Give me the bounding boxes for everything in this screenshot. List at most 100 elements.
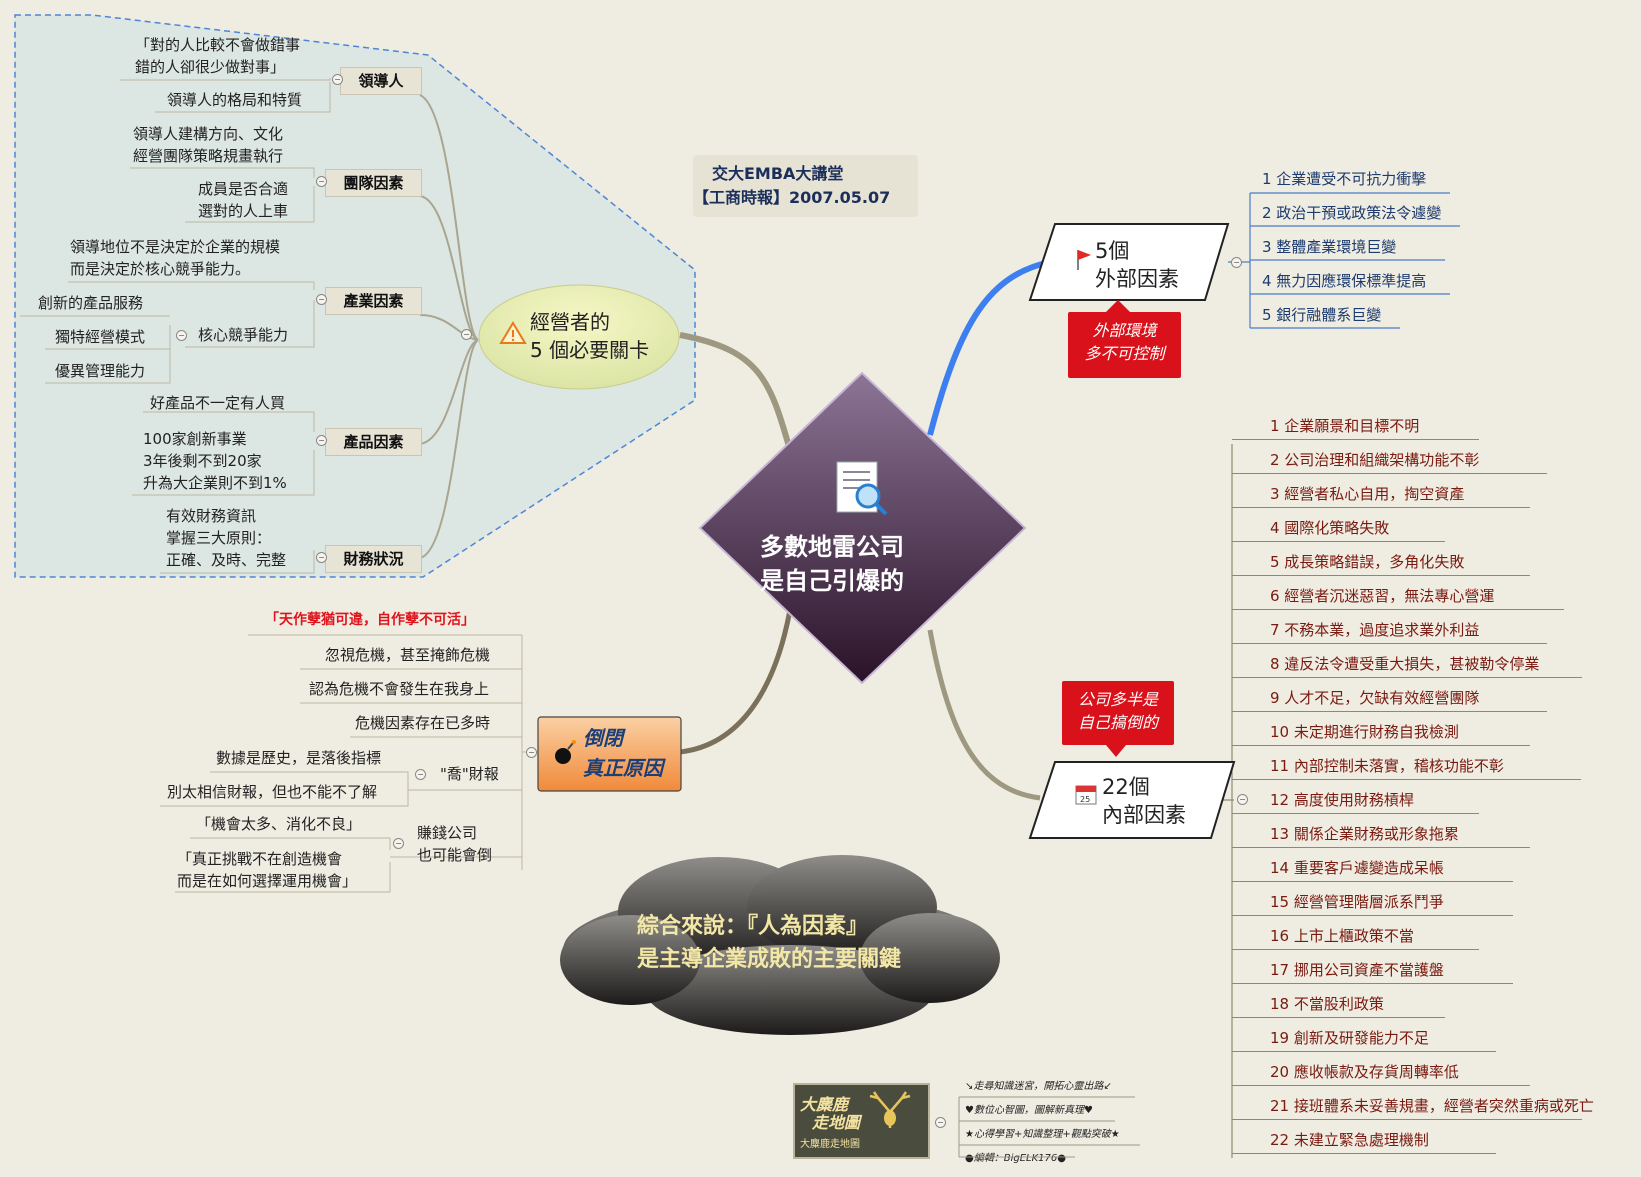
logo-title-1: 大麋鹿: [800, 1095, 849, 1114]
collapse-quote[interactable]: 「天作孽猶可違，自作孽不可活」: [265, 612, 475, 628]
svg-text:25: 25: [1080, 795, 1090, 804]
internal-item[interactable]: 18 不當股利政策: [1270, 995, 1384, 1013]
external-item[interactable]: 2 政治干預或政策法令遽變: [1262, 204, 1442, 222]
product-not-sold[interactable]: 好產品不一定有人買: [150, 394, 286, 412]
team-collapse-icon[interactable]: −: [316, 176, 327, 187]
internal-item[interactable]: 13 關係企業財務或形象拖累: [1270, 825, 1459, 843]
core-collapse-icon[interactable]: −: [176, 330, 187, 341]
internal-item[interactable]: 6 經營者沉迷惡習，無法專心營運: [1270, 587, 1495, 605]
external-item[interactable]: 3 整體產業環境巨變: [1262, 238, 1397, 256]
source-box[interactable]: [693, 155, 918, 217]
finance-collapse-icon[interactable]: −: [316, 552, 327, 563]
collapse-item[interactable]: 忽視危機，甚至掩飾危機: [325, 646, 491, 664]
collapse-title-line2[interactable]: 真正原因: [583, 756, 663, 780]
internal-item[interactable]: 4 國際化策略失敗: [1270, 519, 1390, 537]
external-item[interactable]: 5 銀行融體系巨變: [1262, 306, 1382, 324]
leader-quote[interactable]: 「對的人比較不會做錯事 錯的人卻很少做對事」: [135, 36, 301, 76]
internal-item[interactable]: 21 接班體系未妥善規畫，經營者突然重病或死亡: [1270, 1097, 1594, 1115]
internal-note[interactable]: 公司多半是 自己搞倒的: [1062, 681, 1174, 745]
internal-item[interactable]: 7 不務本業，過度追求業外利益: [1270, 621, 1480, 639]
external-label[interactable]: 外部因素: [1095, 267, 1179, 291]
logo-note[interactable]: ●編輯：BigELK176●: [965, 1153, 1066, 1164]
external-collapse-icon[interactable]: −: [1231, 257, 1242, 268]
finance-manip-item[interactable]: 數據是歷史，是落後指標: [216, 749, 382, 767]
collapse-title-line1[interactable]: 倒閉: [583, 726, 623, 750]
product-survival[interactable]: 100家創新事業 3年後剩不到20家 升為大企業則不到1%: [143, 430, 287, 492]
summary-line1[interactable]: 綜合來說：『人為因素』: [637, 914, 869, 939]
internal-item[interactable]: 16 上市上櫃政策不當: [1270, 927, 1414, 945]
source-line2: 【工商時報】2007.05.07: [693, 188, 891, 207]
gate-collapse-icon[interactable]: −: [461, 329, 472, 340]
profit-item[interactable]: 「真正挑戰不在創造機會 而是在如何選擇運用機會」: [177, 850, 358, 890]
internal-item[interactable]: 19 創新及研發能力不足: [1270, 1029, 1429, 1047]
core-item-model[interactable]: 獨特經營模式: [55, 328, 146, 346]
internal-item[interactable]: 14 重要客戶遽變造成呆帳: [1270, 859, 1444, 877]
internal-item[interactable]: 2 公司治理和組織架構功能不彰: [1270, 451, 1480, 469]
internal-item[interactable]: 12 高度使用財務槓桿: [1270, 791, 1414, 809]
internal-item[interactable]: 22 未建立緊急處理機制: [1270, 1131, 1429, 1149]
internal-item[interactable]: 10 未定期進行財務自我檢測: [1270, 723, 1459, 741]
summary-line2[interactable]: 是主導企業成敗的主要關鍵: [637, 947, 902, 972]
internal-item-underline: [1232, 473, 1547, 474]
finance-info[interactable]: 有效財務資訊 掌握三大原則： 正確、及時、完整: [166, 507, 287, 569]
internal-item-underline: [1232, 1051, 1496, 1052]
collapse-item[interactable]: 認為危機不會發生在我身上: [309, 680, 490, 698]
gate-title-line1[interactable]: 經營者的: [530, 310, 610, 334]
internal-item[interactable]: 9 人才不足，欠缺有效經營團隊: [1270, 689, 1480, 707]
gate-node-shape: [478, 284, 680, 390]
collapse-node-shape: [537, 716, 682, 792]
internal-item[interactable]: 20 應收帳款及存貨周轉率低: [1270, 1063, 1459, 1081]
internal-item-underline: [1232, 983, 1513, 984]
internal-label[interactable]: 內部因素: [1102, 803, 1186, 827]
external-item[interactable]: 4 無力因應環保標準提高: [1262, 272, 1427, 290]
industry-leadership[interactable]: 領導地位不是決定於企業的規模 而是決定於核心競爭能力。: [70, 238, 281, 278]
industry-collapse-icon[interactable]: −: [316, 294, 327, 305]
internal-count[interactable]: 22個: [1102, 775, 1150, 799]
internal-item[interactable]: 1 企業願景和目標不明: [1270, 417, 1420, 435]
category-leader[interactable]: 領導人: [340, 67, 422, 95]
internal-item[interactable]: 5 成長策略錯誤，多角化失敗: [1270, 553, 1465, 571]
finance-manip-item[interactable]: 別太相信財報，但也不能不了解: [167, 783, 378, 801]
logo-note[interactable]: ★心得學習+知識整理+觀點突破★: [965, 1129, 1120, 1140]
leader-collapse-icon[interactable]: −: [332, 74, 343, 85]
collapse-item[interactable]: 危機因素存在已多時: [355, 714, 491, 732]
external-note[interactable]: 外部環境 多不可控制: [1068, 312, 1181, 378]
gate-title-line2[interactable]: 5 個必要關卡: [530, 338, 650, 362]
category-team[interactable]: 團隊因素: [325, 169, 422, 197]
collapse-reasons-icon[interactable]: −: [526, 747, 537, 758]
internal-item-underline: [1232, 541, 1445, 542]
external-count[interactable]: 5個: [1095, 239, 1130, 263]
internal-item[interactable]: 8 違反法令遭受重大損失，甚被勒令停業: [1270, 655, 1540, 673]
logo-collapse-icon[interactable]: −: [935, 1117, 946, 1128]
category-finance[interactable]: 財務狀況: [325, 545, 422, 573]
internal-item[interactable]: 15 經營管理階層派系鬥爭: [1270, 893, 1444, 911]
core-item-innovation[interactable]: 創新的產品服務: [38, 294, 144, 312]
external-item[interactable]: 1 企業遭受不可抗力衝擊: [1262, 170, 1427, 188]
logo-caption: 大麋鹿走地圖: [800, 1139, 860, 1150]
profit-company[interactable]: 賺錢公司 也可能會倒: [417, 824, 493, 864]
core-competence[interactable]: 核心競爭能力: [198, 326, 289, 344]
core-item-management[interactable]: 優異管理能力: [55, 362, 146, 380]
logo-note[interactable]: ↘走尋知識迷宮，開拓心靈出路↙: [965, 1081, 1112, 1092]
internal-item[interactable]: 17 挪用公司資產不當護盤: [1270, 961, 1444, 979]
leader-trait[interactable]: 領導人的格局和特質: [167, 91, 303, 109]
source-line1: 交大EMBA大講堂: [712, 164, 844, 183]
center-title-line2[interactable]: 是自己引爆的: [760, 567, 904, 595]
logo-note[interactable]: ♥數位心智圖，圖解新真理♥: [965, 1105, 1093, 1116]
team-members[interactable]: 成員是否合適 選對的人上車: [198, 180, 289, 220]
internal-item[interactable]: 11 內部控制未落實，稽核功能不彰: [1270, 757, 1504, 775]
finance-manipulation[interactable]: "喬"財報: [440, 765, 499, 783]
center-title-line1[interactable]: 多數地雷公司: [760, 533, 904, 561]
category-product[interactable]: 產品因素: [325, 428, 422, 456]
category-industry[interactable]: 產業因素: [325, 287, 422, 315]
internal-collapse-icon[interactable]: −: [1237, 794, 1248, 805]
profit-collapse-icon[interactable]: −: [393, 838, 404, 849]
finance-manip-collapse-icon[interactable]: −: [415, 769, 426, 780]
product-collapse-icon[interactable]: −: [316, 435, 327, 446]
center-diamond: [698, 371, 1027, 685]
profit-item[interactable]: 「機會太多、消化不良」: [196, 815, 362, 833]
team-direction[interactable]: 領導人建構方向、文化 經營團隊策略規畫執行: [133, 125, 284, 165]
internal-item[interactable]: 3 經營者私心自用，掏空資產: [1270, 485, 1465, 503]
internal-item-underline: [1232, 745, 1530, 746]
